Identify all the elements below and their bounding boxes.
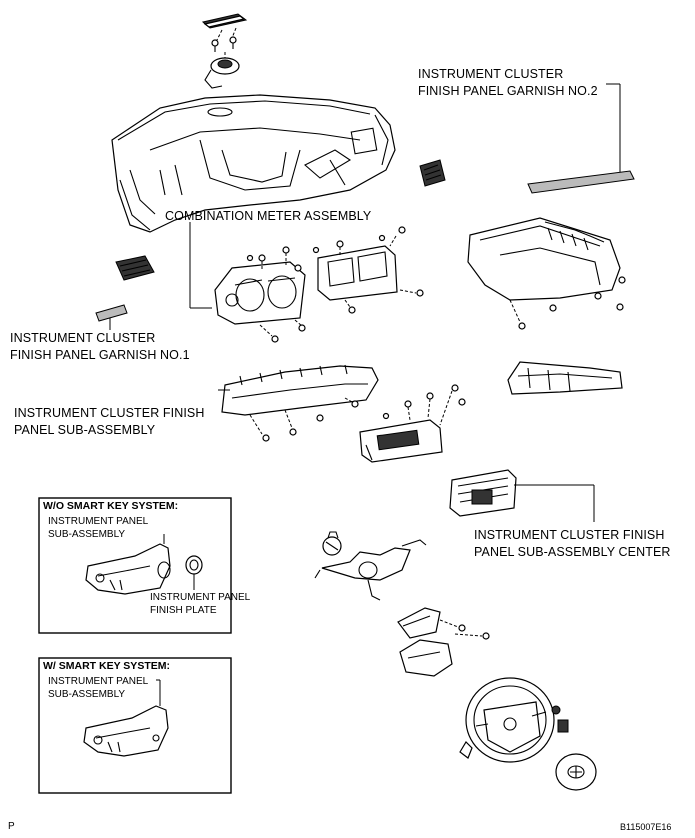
label-combination-meter: COMBINATION METER ASSEMBLY xyxy=(165,209,372,223)
figure-id: B115007E16 xyxy=(620,822,672,832)
switch-part xyxy=(322,531,342,556)
w-panel-part xyxy=(83,679,169,757)
speaker-part xyxy=(204,52,240,89)
steering-wheel-part xyxy=(465,677,555,763)
wo-panel-part xyxy=(85,534,171,595)
top-cover-part xyxy=(201,13,248,29)
wo-smart-key-title: W/O SMART KEY SYSTEM: xyxy=(43,500,179,512)
right-panel-part xyxy=(467,217,626,330)
label-garnish-no2-line1: INSTRUMENT CLUSTER xyxy=(418,67,564,81)
footer-left-mark: P xyxy=(8,821,15,832)
wo-finish-plate-part xyxy=(185,555,203,590)
w-smart-key-title: W/ SMART KEY SYSTEM: xyxy=(43,660,170,672)
side-register-left xyxy=(115,255,155,281)
column-cover-upper-part xyxy=(397,607,490,640)
combination-switch-part xyxy=(314,539,427,601)
label-finish-panel-line2: PANEL SUB-ASSEMBLY xyxy=(14,423,156,437)
wheel-small-parts xyxy=(459,705,569,759)
label-finish-panel-line1: INSTRUMENT CLUSTER FINISH xyxy=(14,406,205,420)
side-register-right xyxy=(419,159,446,187)
top-screws xyxy=(211,27,237,52)
instrument-panel-dashboard xyxy=(111,94,396,233)
garnish-no1-part xyxy=(95,304,128,330)
label-garnish-no1-line2: FINISH PANEL GARNISH NO.1 xyxy=(10,348,190,362)
wo-panel-label-line2: SUB-ASSEMBLY xyxy=(48,529,126,540)
combination-meter-part xyxy=(214,261,306,325)
center-register-part xyxy=(449,469,595,522)
wo-plate-label-line1: INSTRUMENT PANEL xyxy=(150,592,251,603)
wo-panel-label-line1: INSTRUMENT PANEL xyxy=(48,516,149,527)
label-garnish-no2-line2: FINISH PANEL GARNISH NO.2 xyxy=(418,84,598,98)
meter-housing-part xyxy=(312,226,424,314)
column-cover-lower-part xyxy=(399,639,453,677)
center-panel-part xyxy=(507,361,623,395)
label-center-line1: INSTRUMENT CLUSTER FINISH xyxy=(474,528,665,542)
w-panel-label-line1: INSTRUMENT PANEL xyxy=(48,676,149,687)
label-garnish-no1-line1: INSTRUMENT CLUSTER xyxy=(10,331,156,345)
meter-screws xyxy=(246,246,306,343)
w-panel-label-line2: SUB-ASSEMBLY xyxy=(48,689,126,700)
finish-panel-part xyxy=(218,364,379,442)
wo-plate-label-line2: FINISH PLATE xyxy=(150,605,217,616)
horn-pad-part xyxy=(555,753,597,791)
garnish-no2-part xyxy=(527,83,635,194)
control-panel-part xyxy=(359,384,466,463)
label-center-line2: PANEL SUB-ASSEMBLY CENTER xyxy=(474,545,671,559)
